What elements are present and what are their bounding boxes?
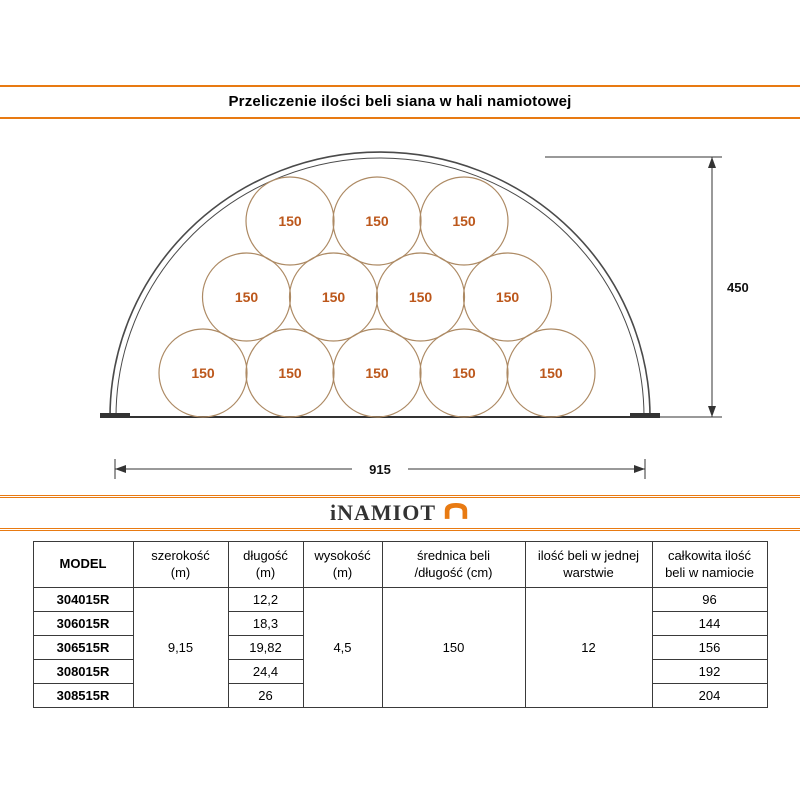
bale-label: 150 (191, 365, 215, 381)
table-row: 304015R 9,15 12,2 4,5 150 12 96 (32, 587, 768, 708)
header-line: /długość (cm) (414, 564, 493, 580)
bale-circle (419, 328, 509, 418)
model-cell: 306015R (32, 611, 134, 636)
model-cell: 308515R (32, 683, 134, 708)
tent-diagram-svg: 150 150 150 150 150 150 150 150 150 150 … (100, 151, 749, 479)
dlugosc-cell: 26 (227, 683, 304, 708)
height-dimension (545, 156, 722, 418)
width-dimension (114, 459, 646, 479)
bale-label: 150 (278, 213, 302, 229)
total-cell: 96 (651, 587, 768, 612)
header-line: MODEL (59, 556, 107, 572)
bale-label: 150 (365, 365, 389, 381)
szerokosc-cell: 9,15 (132, 587, 229, 708)
header-line: (m) (170, 564, 191, 580)
header-line: warstwie (563, 564, 614, 580)
bale-label: 150 (409, 289, 433, 305)
tent-arch-inner (115, 157, 645, 418)
dlugosc-cell: 24,4 (227, 659, 304, 684)
warstwa-cell: 12 (524, 587, 653, 708)
bale-circle (332, 328, 422, 418)
total-cell: 204 (651, 683, 768, 708)
model-cell: 308015R (32, 659, 134, 684)
dlugosc-cell: 19,82 (227, 635, 304, 660)
bale-labels: 150 150 150 150 150 150 150 150 150 150 … (191, 213, 563, 381)
bale-label: 150 (322, 289, 346, 305)
width-dimension-label: 915 (369, 462, 391, 477)
logo-separator-bottom (0, 528, 800, 531)
header-line: szerokość (151, 547, 210, 563)
tent-logo-icon (442, 501, 470, 525)
title-bar: Przeliczenie ilości beli siana w hali na… (0, 85, 800, 119)
arrow-left-icon (115, 465, 126, 473)
bale-circle (375, 252, 466, 342)
total-cell: 144 (651, 611, 768, 636)
bale-spec-table: MODEL szerokość (m) długość (m) wysokość… (32, 541, 768, 708)
header-line: całkowita ilość (667, 547, 752, 563)
tent-foot-left (100, 413, 130, 416)
bale-circle (158, 328, 248, 418)
col-header-calkowita: całkowita ilość beli w namiocie (651, 541, 768, 588)
arrow-up-icon (708, 157, 716, 168)
header-line: długość (243, 547, 288, 563)
header-line: (m) (255, 564, 276, 580)
col-header-warstwa: ilość beli w jednej warstwie (524, 541, 653, 588)
bale-circle (462, 252, 553, 342)
arrow-down-icon (708, 406, 716, 417)
arrow-right-icon (634, 465, 645, 473)
header-line: (m) (332, 564, 353, 580)
dlugosc-cell: 12,2 (227, 587, 304, 612)
bale-label: 150 (365, 213, 389, 229)
bale-circle (245, 176, 335, 266)
header-line: beli w namiocie (665, 564, 754, 580)
dlugosc-cell: 18,3 (227, 611, 304, 636)
bale-circle (419, 176, 509, 266)
bale-label: 150 (539, 365, 563, 381)
total-cell: 192 (651, 659, 768, 684)
header-line: wysokość (314, 547, 371, 563)
logo-strip: iNAMIOT (0, 498, 800, 528)
bale-circle (201, 252, 292, 342)
model-cell: 304015R (32, 587, 134, 612)
header-line: średnica beli (417, 547, 490, 563)
srednica-cell: 150 (381, 587, 526, 708)
logo-separator-top (0, 495, 800, 498)
bale-circle (332, 176, 422, 266)
bale-circle (288, 252, 379, 342)
brand-logo-text: iNAMIOT (330, 500, 436, 525)
top-spacer (0, 0, 800, 85)
col-header-wysokosc: wysokość (m) (302, 541, 383, 588)
total-cell: 156 (651, 635, 768, 660)
col-header-szerokosc: szerokość (m) (132, 541, 229, 588)
col-header-model: MODEL (32, 541, 134, 588)
tent-arch-outer (109, 151, 651, 418)
table-row: 306515R 19,82 156 (32, 635, 768, 660)
bale-circle (506, 328, 596, 418)
table-row: 308515R 26 204 (32, 683, 768, 708)
bale-label: 150 (452, 213, 476, 229)
model-cell: 306515R (32, 635, 134, 660)
page-title: Przeliczenie ilości beli siana w hali na… (228, 93, 572, 110)
table-header-row: MODEL szerokość (m) długość (m) wysokość… (32, 541, 768, 588)
bale-circle (245, 328, 335, 418)
header-line: ilość beli w jednej (537, 547, 640, 563)
bale-circles (158, 176, 596, 418)
bale-label: 150 (452, 365, 476, 381)
tent-cross-section-diagram: 150 150 150 150 150 150 150 150 150 150 … (0, 119, 800, 495)
col-header-dlugosc: długość (m) (227, 541, 304, 588)
tent-foot-right (630, 413, 660, 416)
wysokosc-cell: 4,5 (302, 587, 383, 708)
col-header-srednica: średnica beli /długość (cm) (381, 541, 526, 588)
bale-label: 150 (235, 289, 259, 305)
bale-label: 150 (278, 365, 302, 381)
bale-label: 150 (496, 289, 520, 305)
height-dimension-label: 450 (727, 280, 749, 295)
